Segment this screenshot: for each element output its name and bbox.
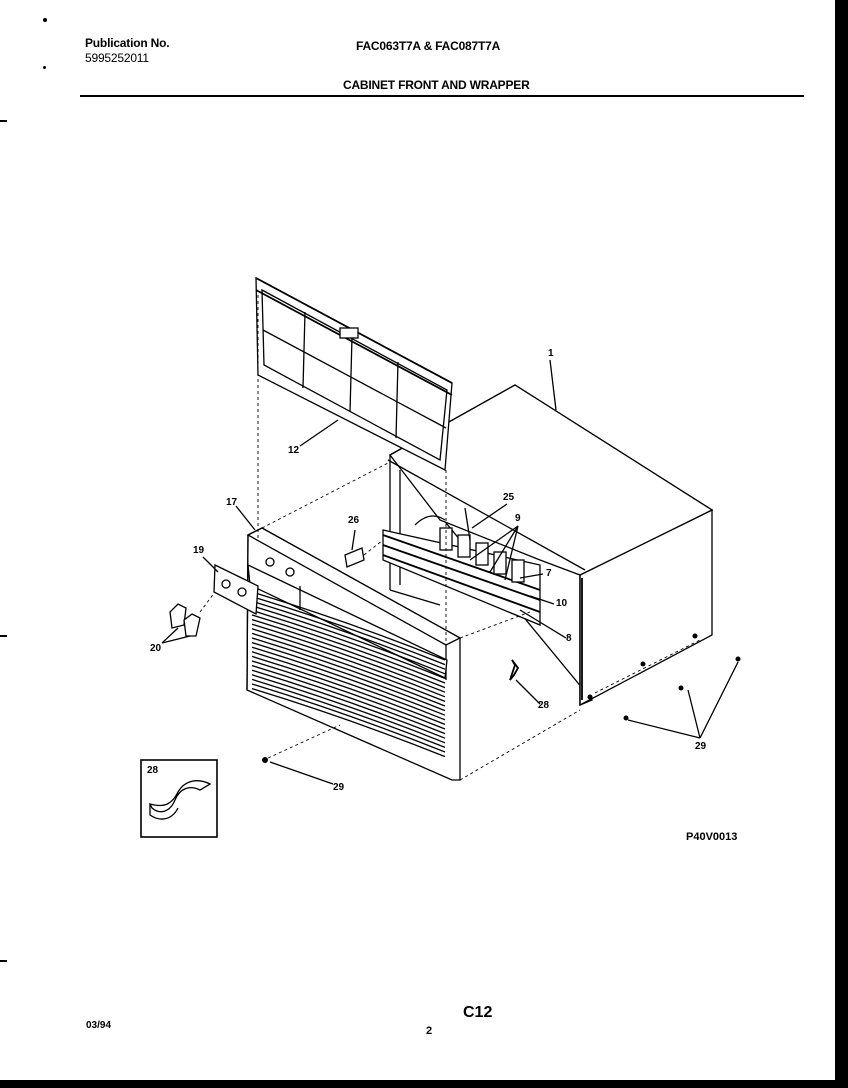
footer-code: C12 bbox=[463, 1004, 493, 1021]
assembly-guide-lines bbox=[199, 295, 701, 781]
louver-slat bbox=[251, 614, 446, 684]
louver-slat bbox=[251, 600, 446, 670]
louver-slat bbox=[251, 618, 446, 689]
callout-28: 28 bbox=[538, 700, 550, 711]
louver-slat bbox=[251, 646, 446, 716]
callout-29-bottom: 29 bbox=[333, 782, 345, 793]
callout-10: 10 bbox=[556, 598, 568, 609]
callout-8: 8 bbox=[566, 633, 572, 644]
louver-slat bbox=[251, 655, 446, 726]
louver-slat bbox=[251, 678, 446, 749]
hole-mark bbox=[0, 120, 7, 122]
cabinet-wrapper bbox=[387, 384, 714, 707]
callout-12: 12 bbox=[288, 445, 300, 456]
callout-28-inset: 28 bbox=[147, 765, 159, 776]
callout-19: 19 bbox=[193, 545, 205, 556]
louver-slat bbox=[251, 591, 446, 661]
hole-mark bbox=[0, 635, 7, 637]
exploded-view-drawing bbox=[140, 276, 741, 838]
publication-number: 5995252011 bbox=[85, 51, 149, 65]
louver-slat bbox=[251, 632, 446, 703]
louver-slat bbox=[251, 664, 446, 735]
louver-slat bbox=[251, 674, 446, 744]
callout-17: 17 bbox=[226, 497, 238, 508]
louver-slat bbox=[251, 669, 446, 739]
front-grille bbox=[246, 527, 462, 781]
louver-slat bbox=[251, 683, 446, 753]
callout-1: 1 bbox=[548, 348, 554, 359]
louver-slat bbox=[251, 595, 446, 666]
footer-page: 2 bbox=[426, 1025, 433, 1037]
scan-dot bbox=[43, 66, 46, 69]
louver-slat bbox=[251, 660, 446, 730]
parts-diagram-sheet: Publication No. 5995252011 FAC063T7A & F… bbox=[0, 0, 835, 1080]
grille-louvers bbox=[251, 591, 446, 758]
louver-slat bbox=[251, 628, 446, 698]
callout-7: 7 bbox=[546, 568, 552, 579]
louver-slat bbox=[251, 687, 446, 758]
callout-9: 9 bbox=[515, 513, 521, 524]
mounting-clip bbox=[509, 659, 520, 681]
louver-slat bbox=[251, 641, 446, 712]
callout-26: 26 bbox=[348, 515, 360, 526]
louver-slat bbox=[251, 651, 446, 721]
control-panel-overlay bbox=[213, 563, 259, 616]
control-knobs bbox=[169, 603, 201, 637]
air-filter bbox=[255, 276, 453, 472]
control-bracket-assembly bbox=[344, 507, 541, 626]
header-rule bbox=[80, 95, 804, 97]
model-numbers: FAC063T7A & FAC087T7A bbox=[356, 39, 501, 53]
louver-slat bbox=[251, 637, 446, 707]
footer-date: 03/94 bbox=[86, 1020, 112, 1031]
callout-25: 25 bbox=[503, 492, 515, 503]
callout-20: 20 bbox=[150, 643, 162, 654]
scan-dot bbox=[43, 18, 47, 22]
louver-slat bbox=[251, 623, 446, 693]
louver-slat bbox=[251, 609, 446, 680]
louver-slat bbox=[251, 605, 446, 675]
clip-detail-inset bbox=[140, 759, 218, 838]
figure-id: P40V0013 bbox=[686, 831, 738, 843]
screws bbox=[262, 633, 741, 763]
callout-29-right: 29 bbox=[695, 741, 707, 752]
section-title: CABINET FRONT AND WRAPPER bbox=[343, 78, 530, 92]
leader-lines bbox=[161, 359, 739, 785]
hole-mark bbox=[0, 960, 7, 962]
publication-label: Publication No. bbox=[85, 36, 170, 50]
